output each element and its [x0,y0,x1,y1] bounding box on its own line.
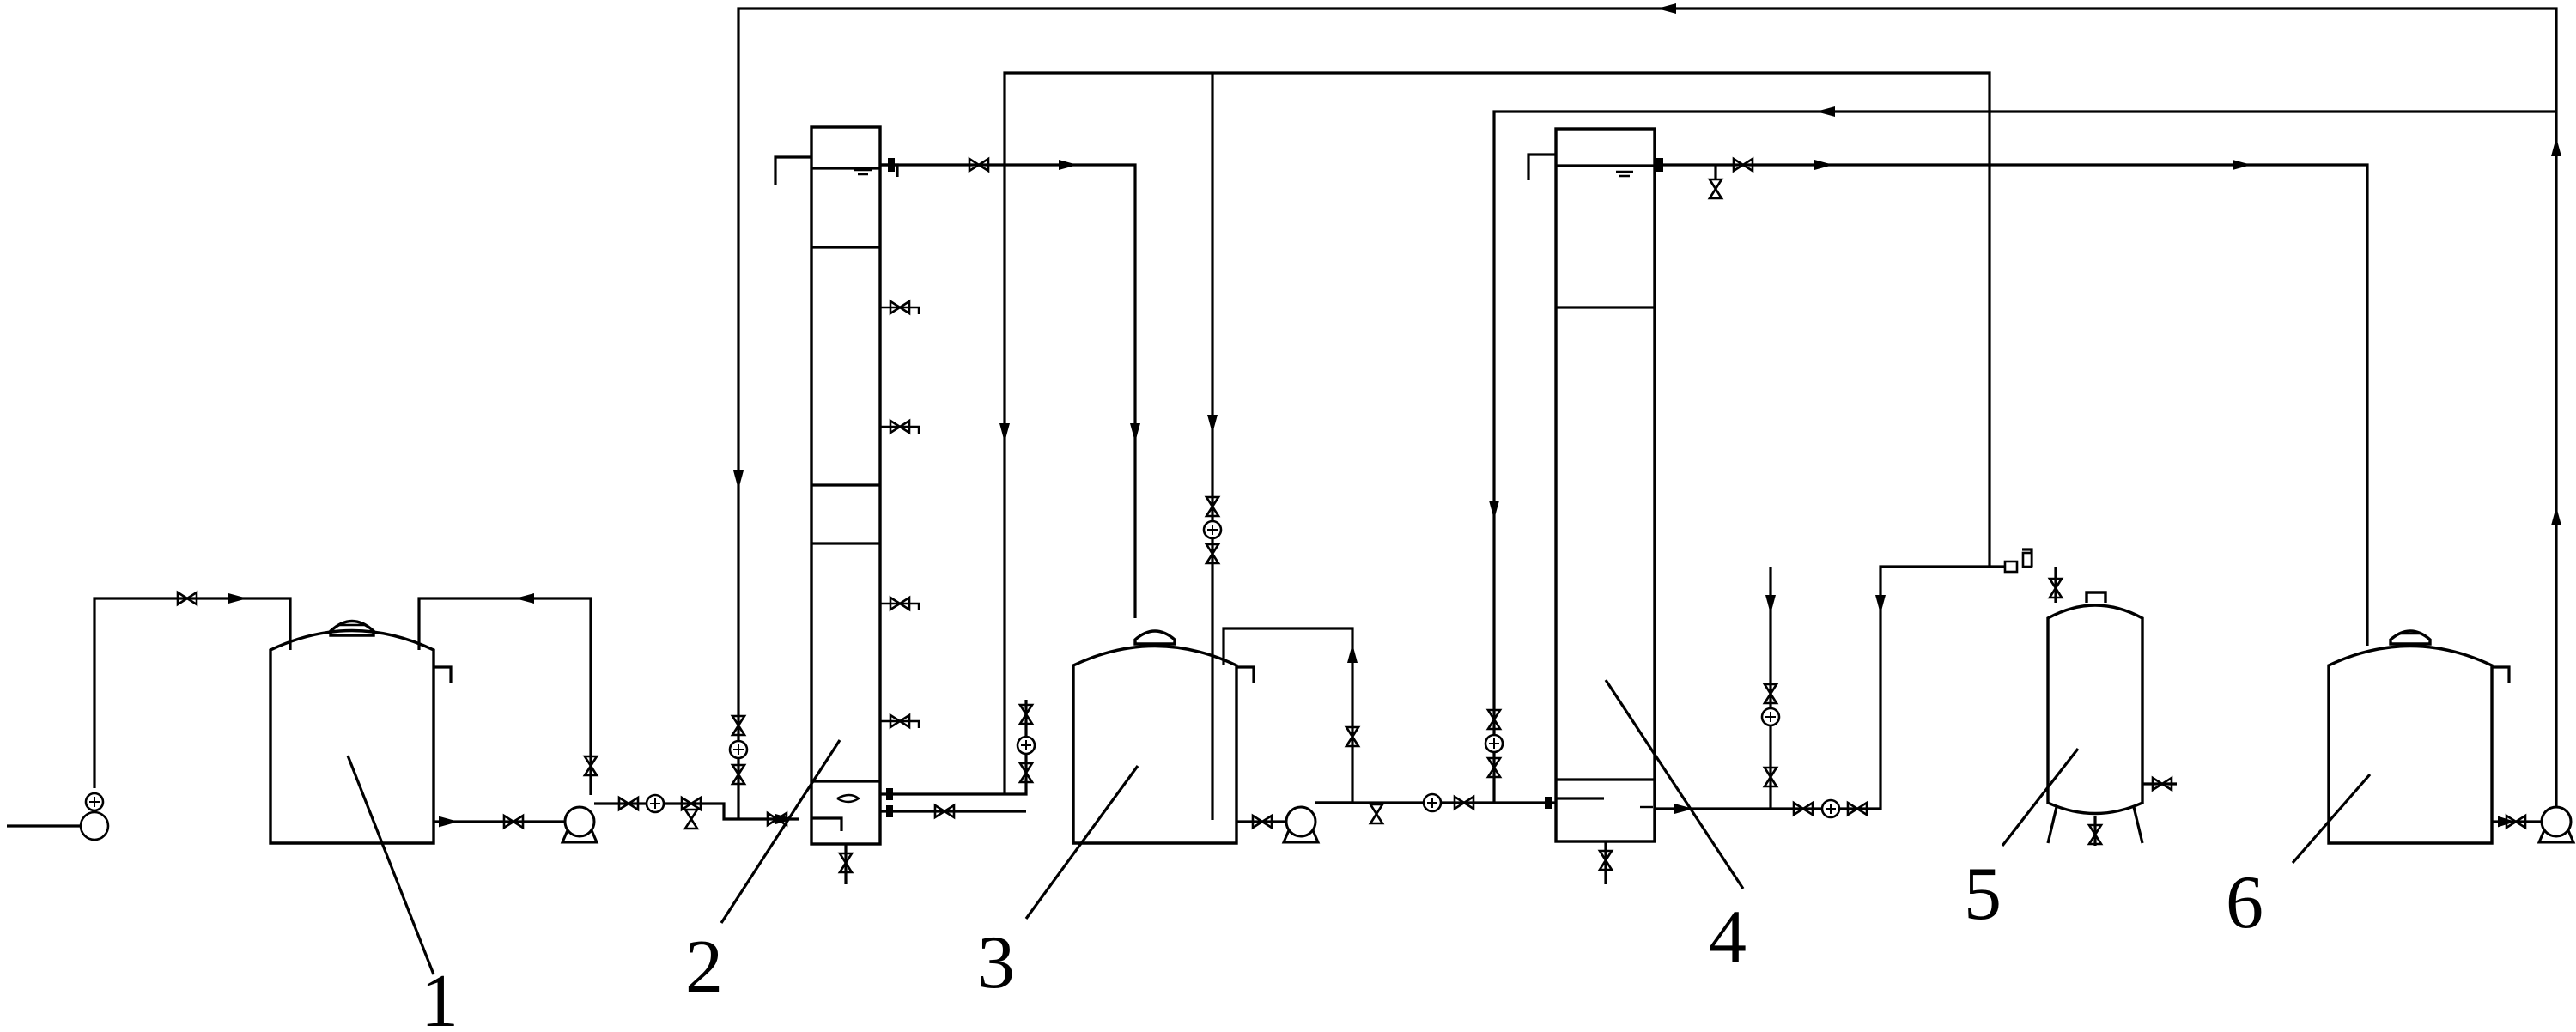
feed-line-3-4 [1315,792,1556,825]
tank-6 [2327,629,2511,845]
label-5: 5 [1964,748,2080,936]
label-4: 4 [1604,679,1747,979]
equipment-number-3: 3 [977,921,1015,1005]
column-2-sample-ports [880,300,920,729]
column-2-outlet-line [880,700,1036,819]
equipment-number-4: 4 [1709,895,1747,979]
equipment-number-1: 1 [421,960,459,1032]
label-1: 1 [346,755,459,1032]
recycle-line-1 [417,593,598,795]
pump-1 [434,805,598,844]
label-2: 2 [685,739,841,1009]
dosing-loop-4 [1655,548,2033,819]
tank-3-recycle [1222,627,1360,804]
equipment-number-6: 6 [2226,861,2263,944]
cross-line [999,71,1991,820]
return-line-top [728,3,2561,819]
column-2 [774,125,920,884]
label-3: 3 [977,765,1139,1005]
inlet-line-1 [7,591,292,841]
pump-6 [2492,805,2575,844]
label-6: 6 [2226,773,2372,944]
column-4 [1527,127,1656,884]
column-2-overflow-line [880,157,1140,618]
pump-3 [1236,805,1320,844]
column-2-bottom-drain [838,844,854,884]
feed-line-1-2 [594,793,799,830]
tank-1 [269,619,453,845]
equipment-number-5: 5 [1964,853,2002,936]
vessel-5 [2046,567,2177,846]
return-line-mid [1484,106,2556,803]
equipment-number-2: 2 [685,926,723,1009]
tank-3 [1072,629,1255,845]
column-4-overflow-line [1655,157,2369,646]
